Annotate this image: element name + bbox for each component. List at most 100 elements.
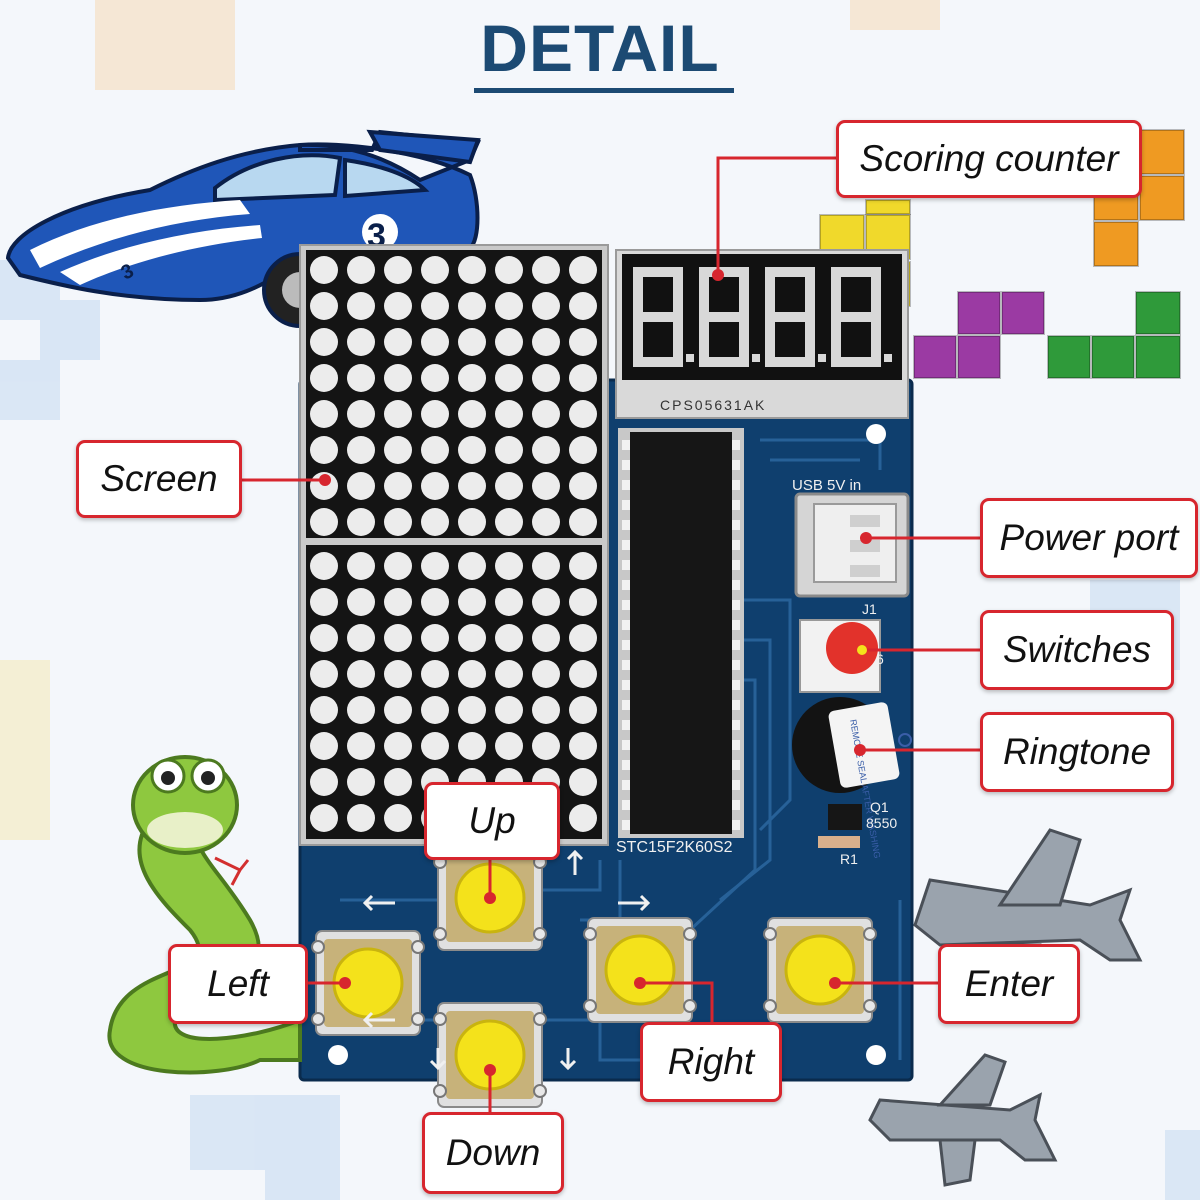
led-dot	[384, 624, 412, 652]
transistor-part: 8550	[866, 815, 897, 831]
switch-ref: 6	[876, 651, 884, 667]
led-dot	[421, 660, 449, 688]
led-dot	[458, 508, 486, 536]
led-dot	[458, 364, 486, 392]
led-dot	[384, 768, 412, 796]
led-dot	[384, 552, 412, 580]
led-dot	[569, 660, 597, 688]
led-dot	[347, 364, 375, 392]
led-dot	[495, 328, 523, 356]
mcu-label: STC15F2K60S2	[616, 839, 733, 856]
led-dot	[347, 732, 375, 760]
enter-button[interactable]	[763, 917, 877, 1023]
led-dot	[495, 400, 523, 428]
led-dot	[532, 508, 560, 536]
label-left: Left	[168, 944, 308, 1024]
led-dot	[569, 696, 597, 724]
chip-pin	[732, 580, 740, 590]
left-button[interactable]	[311, 930, 425, 1036]
transistor-ref: Q1	[870, 799, 889, 815]
label-ringtone: Ringtone	[980, 712, 1174, 792]
fighter-jet-icon	[868, 1053, 1058, 1187]
chip-pin	[622, 520, 630, 530]
chip-pin	[732, 540, 740, 550]
led-dot	[532, 472, 560, 500]
led-dot	[569, 624, 597, 652]
led-dot	[347, 328, 375, 356]
chip-pin	[622, 700, 630, 710]
led-dot	[458, 588, 486, 616]
led-dot	[384, 328, 412, 356]
led-dot	[569, 804, 597, 832]
chip-pin	[622, 500, 630, 510]
led-dot	[310, 732, 338, 760]
led-dot	[347, 588, 375, 616]
power-switch: 6	[799, 619, 884, 693]
right-button[interactable]	[583, 917, 697, 1023]
chip-pin	[732, 600, 740, 610]
led-dot	[310, 624, 338, 652]
led-dot	[384, 436, 412, 464]
chip-pin	[622, 760, 630, 770]
led-dot	[347, 768, 375, 796]
led-dot	[495, 292, 523, 320]
led-dot	[495, 552, 523, 580]
led-dot	[458, 552, 486, 580]
chip-pin	[732, 640, 740, 650]
led-dot	[384, 292, 412, 320]
led-dot	[569, 400, 597, 428]
page-title: DETAIL	[480, 11, 720, 85]
led-dot	[495, 472, 523, 500]
led-dot	[384, 364, 412, 392]
label-screen: Screen	[76, 440, 242, 518]
chip-pin	[732, 660, 740, 670]
segment-digit	[765, 267, 815, 367]
label-switches: Switches	[980, 610, 1174, 690]
label-right: Right	[640, 1022, 782, 1102]
label-up: Up	[424, 782, 560, 860]
led-dot	[458, 328, 486, 356]
chip-pin	[732, 440, 740, 450]
led-dot	[384, 804, 412, 832]
led-dot	[310, 508, 338, 536]
chip-pin	[622, 600, 630, 610]
led-dot	[421, 696, 449, 724]
chip-pin	[732, 620, 740, 630]
chip-pin	[732, 560, 740, 570]
chip-pin	[732, 700, 740, 710]
segment-digit	[633, 267, 683, 367]
callout-dots	[319, 269, 872, 1076]
chip-pin	[622, 720, 630, 730]
chip-pin	[622, 640, 630, 650]
led-dot	[532, 364, 560, 392]
callout-dot-ringtone	[854, 744, 866, 756]
led-dot	[569, 508, 597, 536]
led-dot	[421, 400, 449, 428]
chip-pin	[732, 460, 740, 470]
chip-pin	[732, 740, 740, 750]
led-dot	[569, 552, 597, 580]
direction-arrows	[362, 849, 651, 1071]
led-dot	[458, 256, 486, 284]
led-dot	[421, 588, 449, 616]
chip-pin	[622, 780, 630, 790]
chip-pin	[622, 800, 630, 810]
led-dot	[495, 436, 523, 464]
led-dot	[532, 400, 560, 428]
callout-lines	[240, 156, 982, 1112]
led-dot	[495, 588, 523, 616]
chip-pin	[732, 760, 740, 770]
down-button[interactable]	[433, 1002, 547, 1108]
led-dot	[310, 696, 338, 724]
led-dot	[569, 292, 597, 320]
led-dot	[421, 436, 449, 464]
callout-dot-switch	[857, 645, 867, 655]
led-dot	[569, 256, 597, 284]
led-dot	[384, 400, 412, 428]
segment-decimal	[686, 354, 694, 362]
label-enter: Enter	[938, 944, 1080, 1024]
led-dot	[310, 364, 338, 392]
led-dot	[310, 436, 338, 464]
chip-pin	[622, 440, 630, 450]
